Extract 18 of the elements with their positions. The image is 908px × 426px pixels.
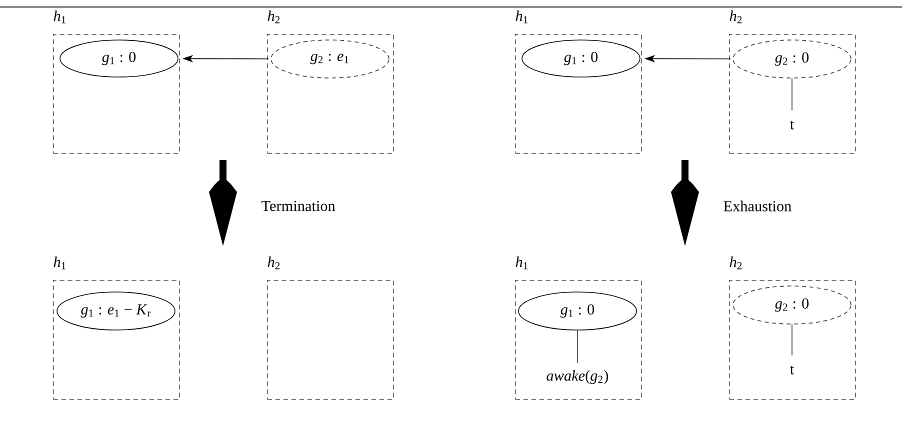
box-heading: h$_{1}$ bbox=[54, 256, 66, 270]
box-heading: h$_{2}$ bbox=[268, 256, 280, 270]
box-heading: h$_{2}$ bbox=[268, 10, 280, 24]
box-heading: h$_{2}$ bbox=[730, 10, 742, 24]
ellipse-node: g$_{1}$ : 0 bbox=[60, 40, 178, 78]
box-heading: h$_{1}$ bbox=[516, 256, 528, 270]
text-label: t bbox=[790, 120, 794, 130]
transition-label: Termination bbox=[262, 200, 336, 212]
ellipse-node: g$_{1}$ : 0 bbox=[518, 292, 637, 330]
connector-line bbox=[577, 330, 578, 364]
transition-label: Exhaustion bbox=[724, 200, 792, 212]
ellipse-node: g$_{1}$ : 0 bbox=[522, 40, 640, 78]
ellipse-node: g$_{1}$ : e$_{1}$ − K$_{r}$ bbox=[56, 292, 176, 330]
box-heading: h$_{1}$ bbox=[54, 10, 66, 24]
box-heading: h$_{2}$ bbox=[730, 256, 742, 270]
text-label: awake(g$_{2}$) bbox=[546, 370, 608, 384]
box-heading: h$_{1}$ bbox=[516, 10, 528, 24]
text-label: t bbox=[790, 366, 794, 374]
